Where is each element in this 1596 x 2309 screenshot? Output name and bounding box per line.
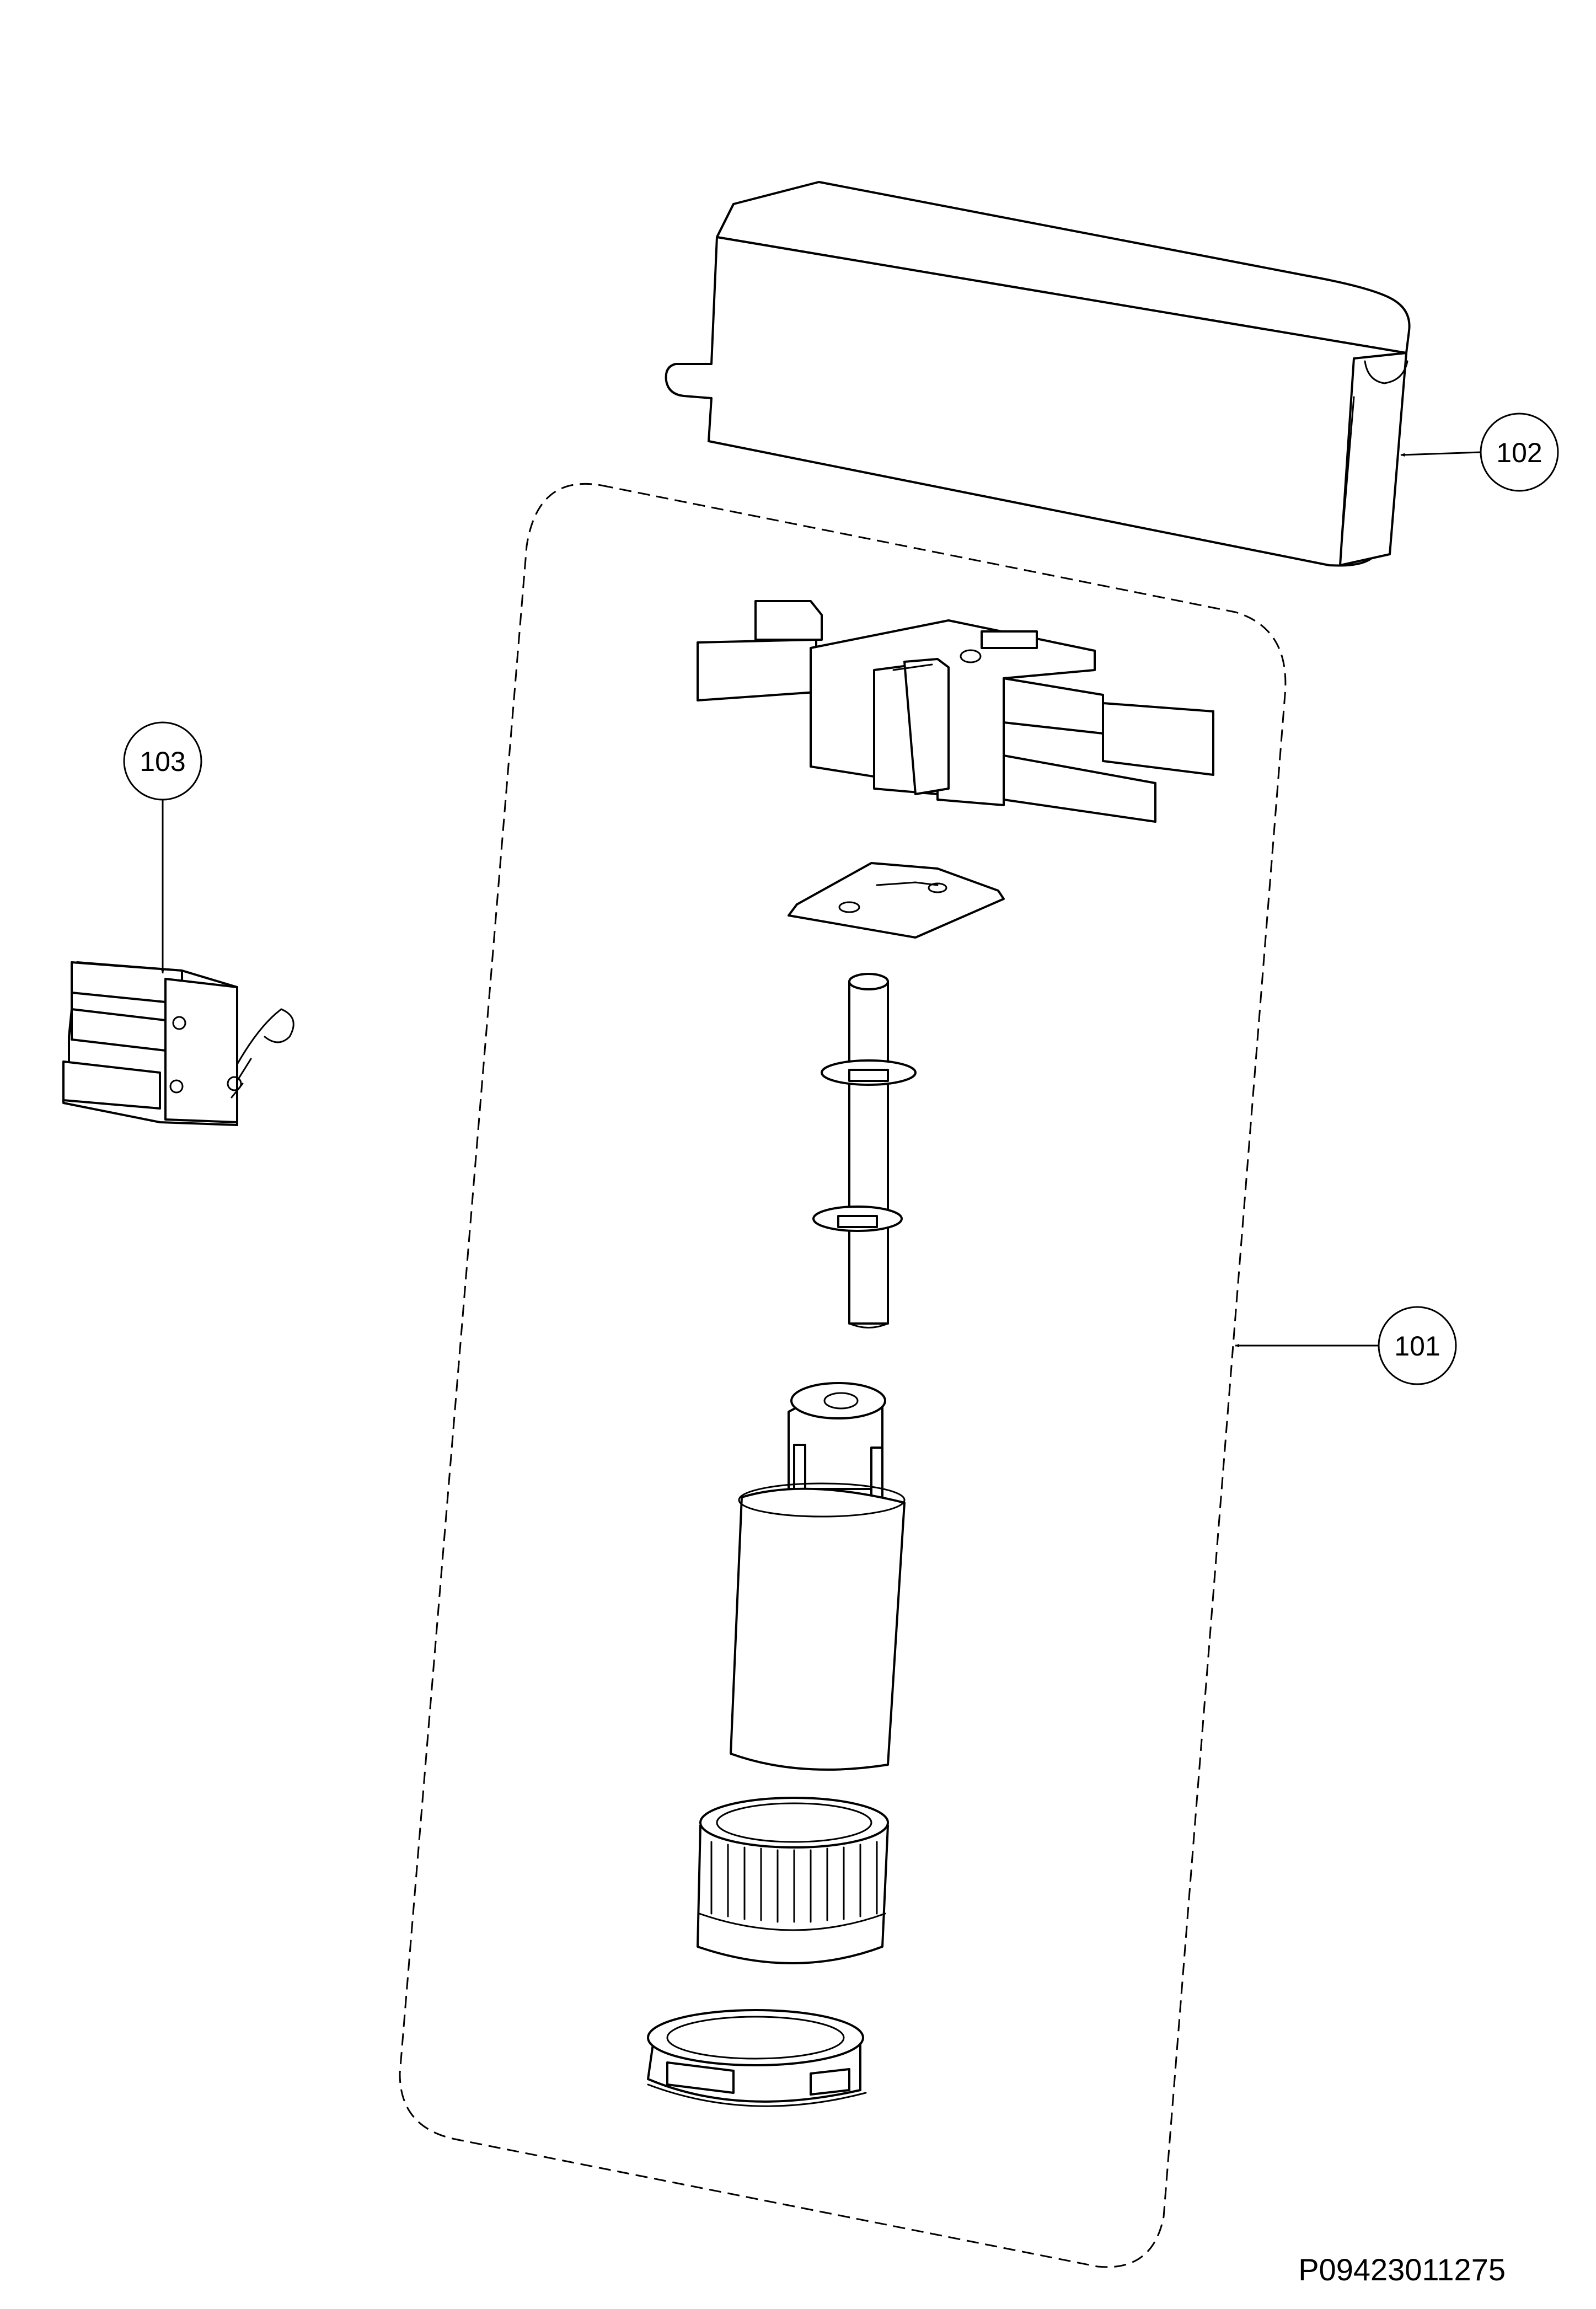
- knurled-nut-part: [697, 1797, 889, 1964]
- driver-housing-part: [665, 181, 1411, 567]
- callout-102: 102: [1400, 412, 1559, 492]
- shaft-part: [812, 973, 917, 1328]
- callout-103: 103: [123, 721, 202, 974]
- assembly-group-boundary: [399, 483, 1287, 2268]
- connector-body-part: [697, 600, 1214, 823]
- terminal-block-part: [62, 961, 294, 1126]
- cap-ring-part: [647, 2009, 867, 2107]
- callout-103-label: 103: [140, 746, 185, 777]
- callout-102-label: 102: [1496, 437, 1542, 468]
- callout-101-label: 101: [1394, 1331, 1440, 1362]
- drawing-reference-code: P09423011275: [1298, 2252, 1506, 2287]
- cylinder-part: [730, 1382, 906, 1771]
- clip-plate-part: [788, 862, 1005, 939]
- callout-101: 101: [1235, 1306, 1457, 1385]
